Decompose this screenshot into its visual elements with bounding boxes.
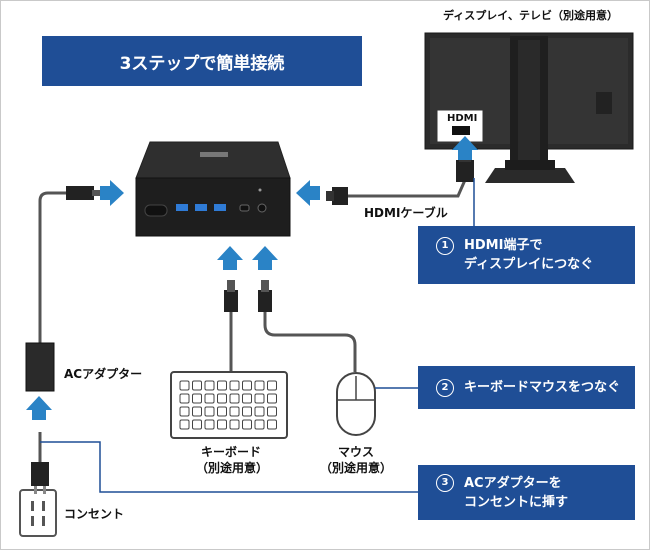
keyboard-key (179, 419, 190, 430)
keyboard-key (217, 380, 227, 391)
keyboard-key (229, 419, 240, 430)
keyboard-key (192, 393, 202, 404)
keyboard-key (267, 393, 277, 404)
keyboard-key (229, 406, 240, 417)
step-3-box: 3 ACアダプターを コンセントに挿す (418, 465, 635, 520)
step-1-number: 1 (436, 236, 454, 255)
arrows (26, 136, 478, 420)
keyboard-key (204, 419, 215, 430)
outlet-label: コンセント (64, 507, 125, 521)
hdmi-cable-label: HDMIケーブル (364, 206, 448, 220)
mouse-label-line1: マウス (337, 445, 374, 459)
step-3-line2: コンセントに挿す (464, 494, 569, 510)
keyboard-key (267, 380, 277, 391)
step-2-line1: キーボードマウスをつなぐ (464, 380, 621, 395)
keyboard-key (204, 393, 215, 404)
arrow-adapter-up (26, 396, 52, 420)
keyboard-key (242, 406, 252, 417)
keyboard-key (242, 419, 252, 430)
monitor-illustration (424, 32, 634, 183)
display-label: ディスプレイ、テレビ（別途用意） (443, 9, 619, 22)
keyboard-key (267, 406, 277, 417)
outlet-illustration (19, 462, 57, 537)
keyboard-key (179, 393, 190, 404)
keyboard-key (192, 419, 202, 430)
keyboard-key (254, 393, 265, 404)
hdmi-port-label: HDMI (447, 113, 478, 124)
keyboard-key (204, 406, 215, 417)
keyboard-key (192, 406, 202, 417)
arrow-keyboard-up (217, 246, 243, 270)
keyboard-key (204, 380, 215, 391)
keyboard-key (254, 406, 265, 417)
mouse-label: マウス （別途用意） (320, 444, 392, 476)
page-title: 3ステップで簡単接続 (42, 36, 362, 86)
keyboard-label-line2: （別途用意） (196, 461, 269, 475)
keyboard-key (229, 380, 240, 391)
keyboard-key (267, 419, 277, 430)
step-2-number: 2 (436, 378, 454, 397)
keyboard-key (229, 393, 240, 404)
mouse-label-line2: （別途用意） (320, 461, 393, 475)
keyboard-key (242, 380, 252, 391)
arrow-mouse-up (252, 246, 278, 270)
keyboard-key (192, 380, 202, 391)
arrow-hdmi-to-pc (296, 180, 320, 206)
ac-adapter-label: ACアダプター (64, 367, 143, 381)
keyboard-key (179, 380, 190, 391)
keyboard-label: キーボード （別途用意） (196, 444, 269, 476)
keyboard-illustration (170, 371, 288, 439)
keyboard-key (242, 393, 252, 404)
step-2-box: 2 キーボードマウスをつなぐ (418, 366, 635, 409)
keyboard-key (254, 419, 265, 430)
step-1-box: 1 HDMI端子で ディスプレイにつなぐ (418, 226, 635, 284)
arrow-hdmi-to-monitor (452, 136, 478, 160)
keyboard-key (217, 406, 227, 417)
keyboard-key (254, 380, 265, 391)
usb-cables (224, 280, 357, 372)
step-1-line2: ディスプレイにつなぐ (464, 257, 594, 272)
keyboard-label-line1: キーボード (200, 445, 261, 459)
arrow-ac-to-pc (100, 180, 124, 206)
keyboard-key (179, 406, 190, 417)
step-3-number: 3 (436, 474, 454, 492)
mini-pc-illustration (135, 141, 291, 237)
keyboard-key (217, 419, 227, 430)
step-3-line1: ACアダプターを (464, 475, 562, 491)
step-1-line1: HDMI端子で (464, 238, 543, 253)
keyboard-key (217, 393, 227, 404)
ac-adapter-illustration (25, 186, 100, 470)
mouse-illustration (336, 372, 376, 436)
hdmi-cable (326, 152, 474, 205)
